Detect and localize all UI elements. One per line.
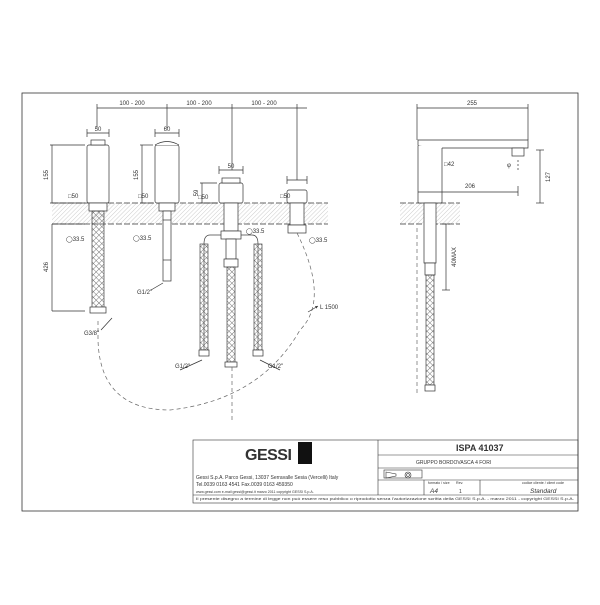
label-hose-length: L 1500 [320, 305, 339, 311]
dim-height-426: 426 [44, 261, 50, 272]
client-code-label: codice cliente / client code [522, 481, 564, 485]
dim-height-59: 59 [194, 189, 200, 196]
dim-width-60: 60 [164, 127, 171, 133]
side-view-dimensions: 255 □42 206 127 φ 40MAX [444, 101, 552, 267]
gessi-logo: GESSI [245, 447, 291, 464]
shower-hose-path [97, 232, 315, 411]
product-description: GRUPPO BORDOVASCA 4 FORI [416, 460, 491, 466]
company-web: www.gessi.com e-mail gessi@gessi.it marz… [196, 490, 314, 494]
projection-symbol-icon [385, 471, 412, 479]
side-view [400, 104, 544, 395]
title-block [192, 439, 579, 504]
spout [140, 129, 180, 282]
mixer-left [50, 129, 110, 314]
rev-value: 1 [459, 489, 462, 495]
countertop-section [52, 203, 328, 224]
sheet-border [21, 92, 579, 512]
company-address: Gessi S.p.A. Parco Gessi, 13037 Serraval… [196, 475, 339, 481]
dim-diameter-33-left: ◯33.5 [66, 236, 85, 243]
dim-square-50-holder: □50 [280, 194, 291, 200]
dim-square-50-spout: □50 [138, 194, 149, 200]
dim-length-255: 255 [467, 101, 478, 107]
rev-label: Rev. [456, 481, 463, 485]
format-value: A4 [429, 488, 438, 495]
dim-height-127: 127 [546, 171, 552, 182]
company-phone: Tel.0039 0163 4541 Fax.0039 0163 459350 [196, 482, 293, 488]
dim-diameter-33-diverter: ◯33.5 [246, 228, 265, 235]
front-view [50, 104, 328, 420]
model-code: ISPA 41037 [456, 443, 504, 453]
dim-spacing-2: 100 - 200 [186, 101, 212, 107]
dim-height-155-left: 155 [44, 169, 50, 180]
client-code-value: Standard [530, 488, 557, 495]
dim-spacing-3: 100 - 200 [251, 101, 277, 107]
dim-width-50-left: 50 [95, 127, 102, 133]
legal-notice: Il presente disegno a termine di legge n… [196, 497, 574, 501]
label-g12-spout: G1/2" [137, 290, 152, 296]
dim-height-155-spout: 155 [134, 169, 140, 180]
dim-phi-symbol: φ [507, 163, 511, 169]
diverter [198, 166, 264, 368]
dim-diameter-33-holder: ◯33.5 [309, 237, 328, 244]
label-g38-thread: G3/8" [84, 331, 99, 337]
format-label: formato / size [428, 481, 450, 485]
dim-width-50-diverter: 50 [228, 164, 235, 170]
dim-square-50-left: □50 [68, 194, 79, 200]
title-block-text: GESSI ISPA 41037 GRUPPO BORDOVASCA 4 FOR… [196, 443, 574, 501]
dim-diameter-33-spout: ◯33.5 [133, 235, 152, 242]
front-view-dimensions: 100 - 200 100 - 200 100 - 200 50 60 50 1… [44, 101, 339, 370]
dim-reach-206: 206 [465, 184, 476, 190]
label-g12-right-hose: G1/2" [268, 364, 283, 370]
dim-square-42: □42 [444, 162, 455, 168]
label-g12-left-hose: G1/2" [175, 364, 190, 370]
dim-40-max: 40MAX [452, 247, 458, 267]
dim-square-50-diverter: □50 [198, 195, 209, 201]
handshower-holder [286, 176, 308, 234]
dim-spacing-1: 100 - 200 [119, 101, 145, 107]
